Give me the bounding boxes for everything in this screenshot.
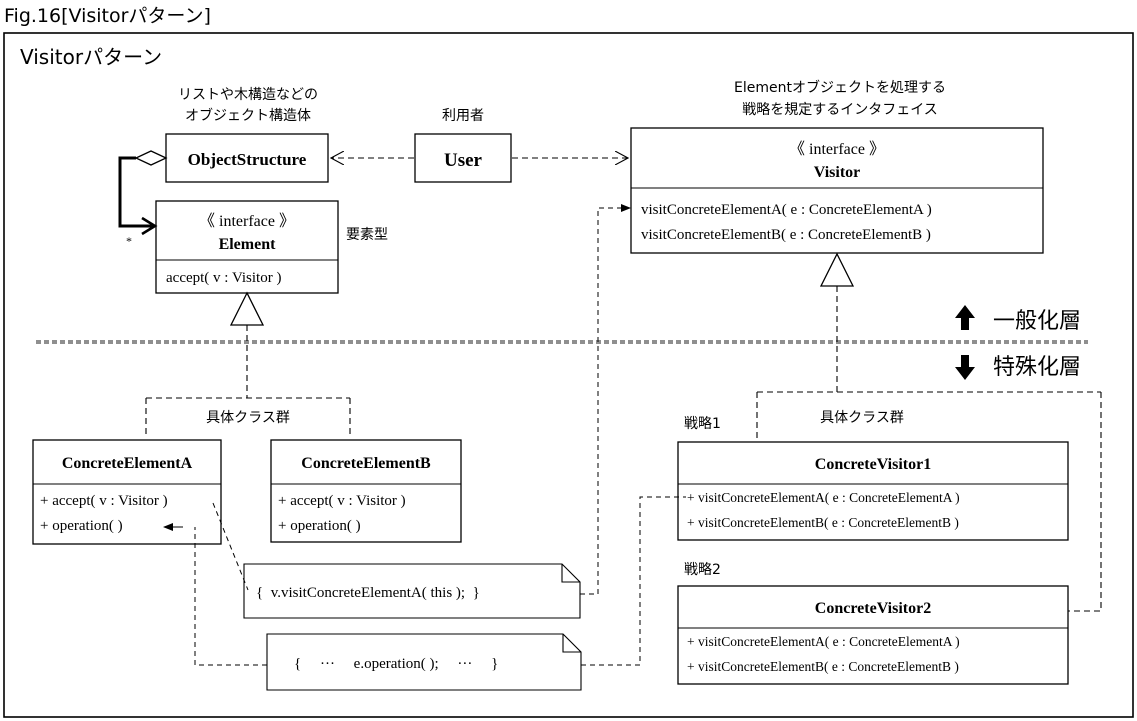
object-structure-name: ObjectStructure (188, 150, 307, 169)
visitor-method-b: visitConcreteElementB( e : ConcreteEleme… (641, 227, 931, 243)
object-structure-class (165, 133, 329, 183)
visit-calls-operation-flow (194, 527, 267, 666)
aggregation-arrowhead (141, 216, 158, 236)
concrete-visitor-1-method-b: + visitConcreteElementB( e : ConcreteEle… (687, 515, 959, 530)
strategy2-label: 戦略2 (684, 562, 721, 578)
visit-impl-anchor-flow (581, 496, 686, 666)
accept-impl-note (243, 563, 581, 619)
multiplicity-label: * (126, 234, 132, 248)
concrete-element-a-name: ConcreteElementA (62, 455, 193, 472)
element-interface (155, 200, 339, 294)
user-role-note: 利用者 (442, 108, 484, 124)
figure-caption: Fig.16[Visitorパターン] (4, 5, 211, 27)
concrete-element-a-class (32, 439, 222, 545)
element-name: Element (219, 236, 277, 253)
specialized-layer-label: 特殊化層 (993, 355, 1081, 380)
concrete-visitor-1-name: ConcreteVisitor1 (815, 456, 931, 473)
user-class (414, 133, 512, 183)
up-arrow-icon (955, 305, 975, 330)
general-layer-label: 一般化層 (993, 309, 1081, 334)
visitor-name: Visitor (814, 164, 861, 181)
visit-impl-note-text: { ··· e.operation( ); ··· } (294, 656, 498, 672)
concrete-element-b-name: ConcreteElementB (301, 455, 431, 472)
concrete-visitor-2-method-a: + visitConcreteElementA( e : ConcreteEle… (687, 634, 960, 649)
down-arrow-icon (955, 355, 975, 380)
element-method: accept( v : Visitor ) (166, 270, 281, 286)
concrete-element-a-method-1: + accept( v : Visitor ) (40, 493, 168, 509)
visitor-method-a: visitConcreteElementA( e : ConcreteEleme… (641, 202, 932, 218)
concrete-visitor-2-name: ConcreteVisitor2 (815, 600, 931, 617)
concrete-visitor-2-class (677, 585, 1069, 685)
frame-title: Visitorパターン (20, 45, 162, 69)
strategy1-label: 戦略1 (684, 416, 721, 432)
visitor-interface (630, 127, 1044, 254)
outer-frame (3, 32, 1134, 718)
aggregation-diamond (134, 150, 168, 166)
concrete-visitor-1-method-a: + visitConcreteElementA( e : ConcreteEle… (687, 490, 960, 505)
element-type-note: 要素型 (346, 227, 388, 243)
concrete-elements-group-label: 具体クラス群 (206, 410, 290, 426)
aggregation-line (118, 156, 154, 228)
accept-impl-note-text: { v.visitConcreteElementA( this ); } (256, 585, 480, 601)
concrete-visitor-1-class (677, 441, 1069, 541)
visit-impl-note (266, 633, 582, 691)
visitor-note-line2: 戦略を規定するインタフェイス (742, 102, 938, 118)
concrete-visitors-group-label: 具体クラス群 (820, 410, 904, 426)
element-realization-triangle (229, 291, 265, 326)
concrete-visitor-2-method-b: + visitConcreteElementB( e : ConcreteEle… (687, 659, 959, 674)
element-stereotype: 《 interface 》 (199, 213, 295, 230)
visitor-note-line1: Elementオブジェクトを処理する (734, 79, 946, 96)
accept-calls-visit-flow (580, 204, 631, 595)
concrete-element-a-method-2: + operation( ) (40, 518, 123, 534)
concrete-element-b-method-1: + accept( v : Visitor ) (278, 493, 406, 509)
user-name: User (444, 150, 483, 171)
accept-note-anchor (212, 502, 249, 591)
visitor-realization-triangle (819, 252, 855, 287)
visitor-stereotype: 《 interface 》 (789, 141, 885, 158)
object-structure-note-line1: リストや木構造などの (178, 87, 318, 103)
concrete-element-b-method-2: + operation( ) (278, 518, 361, 534)
concrete-element-b-class (270, 439, 462, 543)
object-structure-note-line2: オブジェクト構造体 (185, 107, 311, 124)
